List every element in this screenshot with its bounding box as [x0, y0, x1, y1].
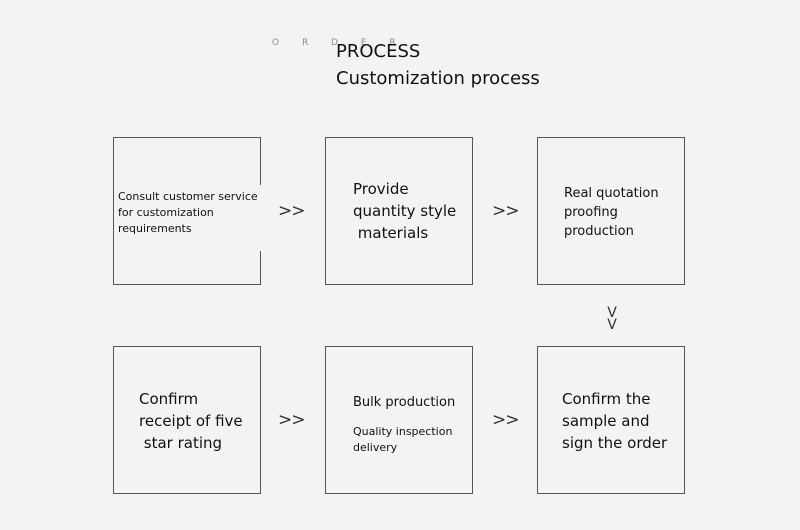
step-box-confirm-sample [537, 346, 685, 494]
arrow-right-1: >> [278, 201, 305, 221]
step-provide-line2: quantity style [353, 202, 457, 220]
step-bulk-line3: delivery [353, 441, 398, 454]
step-quotation-line2: proofing [564, 205, 618, 220]
step-box-quotation [537, 137, 685, 285]
step-box-bulk [325, 346, 473, 494]
step-bulk-line2: Quality inspection [353, 425, 453, 438]
arrow-right-2: >> [492, 201, 519, 221]
step-confirm-line2: sample and [562, 412, 650, 430]
box-border-gap [114, 185, 264, 251]
step-quotation-line3: production [564, 224, 634, 239]
arrow-right-3: >> [278, 410, 305, 430]
step-receipt-line1: Confirm [139, 390, 199, 408]
step-confirm-line1: Confirm the [562, 390, 651, 408]
step-confirm-line3: sign the order [562, 434, 668, 452]
step-provide-line3: materials [353, 224, 429, 242]
page-title: PROCESS [336, 41, 421, 62]
step-consult-line1: Consult customer service [118, 190, 258, 203]
step-box-receipt [113, 346, 261, 494]
page-subtitle: Customization process [336, 68, 540, 89]
arrow-right-4: >> [492, 410, 519, 430]
order-label: O R D E R [272, 38, 406, 48]
step-consult-line3: requirements [118, 222, 192, 235]
arrow-down-top: V [607, 305, 617, 321]
arrow-down: V V [605, 305, 619, 333]
step-provide-line1: Provide [353, 180, 409, 198]
step-receipt-line2: receipt of five [139, 412, 243, 430]
step-quotation-line1: Real quotation [564, 186, 659, 201]
arrow-down-bottom: V [607, 317, 617, 333]
step-box-provide [325, 137, 473, 285]
step-bulk-line1: Bulk production [353, 395, 456, 410]
step-consult-line2: for customization [118, 206, 214, 219]
step-receipt-line3: star rating [139, 434, 223, 452]
